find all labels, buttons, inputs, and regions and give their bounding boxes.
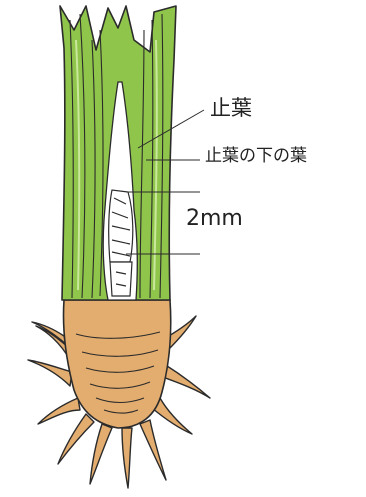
root: [140, 420, 166, 480]
length-label: 2mm: [186, 208, 243, 230]
root: [90, 424, 112, 484]
root: [122, 428, 132, 488]
leaf-below-flag-label: 止葉の下の葉: [205, 148, 307, 165]
root: [28, 360, 72, 386]
root: [58, 414, 94, 464]
root: [38, 398, 80, 424]
flag-leaf-label: 止葉: [210, 98, 252, 119]
young-panicle: [109, 190, 133, 296]
